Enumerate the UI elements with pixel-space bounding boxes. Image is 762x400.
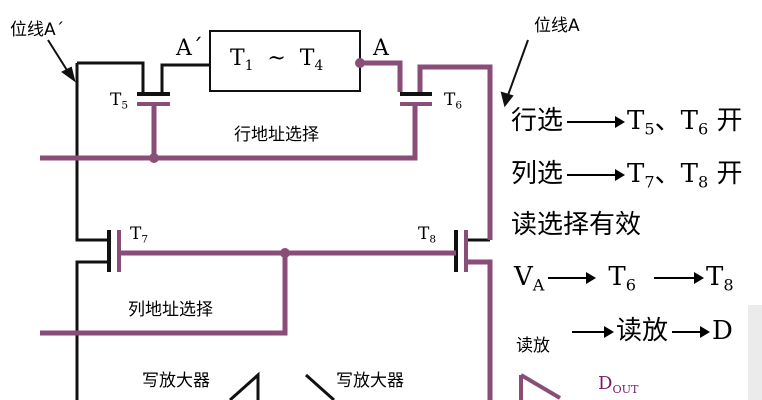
read-amp-triangle [519, 373, 562, 400]
black-wires [75, 30, 490, 400]
right-edge-bar [748, 305, 762, 400]
bitline-a-prime-wire [75, 63, 108, 242]
col-address-feed [40, 253, 288, 336]
transistor-gates [107, 92, 468, 272]
dout-wire [468, 259, 493, 400]
t7-label: T7 [130, 224, 149, 246]
row-address-select-label: 行地址选择 [234, 125, 319, 145]
step-read-valid: 读选择有效 [511, 210, 642, 240]
bitline-a-arrowhead [500, 91, 514, 108]
a-node-dot [355, 58, 365, 68]
arrow-icon [567, 169, 626, 181]
arrow-icon [567, 116, 626, 128]
box-t4-sub: 4 [314, 57, 324, 74]
write-amp-left-triangle [229, 371, 260, 400]
row-junction-dot [149, 153, 159, 163]
bitline-a-prime-arrow [47, 39, 71, 76]
row-address-line [40, 104, 418, 161]
node-a-prime-label: A´ [176, 36, 203, 61]
col-address-select-label: 列地址选择 [128, 300, 213, 320]
col-junction-dot [280, 248, 290, 258]
arrow-icon [548, 272, 597, 284]
box-t1: T [230, 46, 245, 71]
bitline-a-label: 位线A [534, 16, 580, 36]
bitline-a-prime-label: 位线A´ [10, 20, 65, 40]
t5-top-wire [77, 61, 145, 92]
arrow-icon [672, 326, 711, 338]
write-amp-right-triangle [305, 373, 335, 400]
t5-label: T5 [110, 90, 129, 112]
arrow-icon [654, 272, 705, 284]
t7-left-wire [75, 260, 108, 400]
junction-dots [149, 58, 365, 258]
box-label: T1 ~ T4 [230, 48, 323, 73]
bitline-a-arrow [506, 39, 529, 99]
amplifiers [229, 371, 562, 400]
bitline-a-wire [417, 64, 493, 240]
arrow-icon [572, 326, 614, 338]
write-amp-right-label: 写放大器 [336, 371, 404, 391]
pointer-arrows [47, 39, 529, 108]
read-amp-label: 读放 [516, 336, 550, 356]
t8-label: T8 [418, 224, 437, 246]
bitline-a-prime-arrowhead [61, 66, 76, 83]
a-node-wire [360, 60, 403, 92]
box-t1-sub: 1 [244, 57, 254, 74]
box-t4: T [299, 46, 315, 71]
dout-label: DOUT [598, 373, 639, 396]
write-amp-left-label: 写放大器 [142, 371, 210, 391]
box-tilde: ~ [267, 46, 286, 71]
t6-label: T6 [444, 90, 463, 112]
a-prime-node-wire [160, 63, 210, 92]
node-a-label: A [373, 36, 389, 61]
